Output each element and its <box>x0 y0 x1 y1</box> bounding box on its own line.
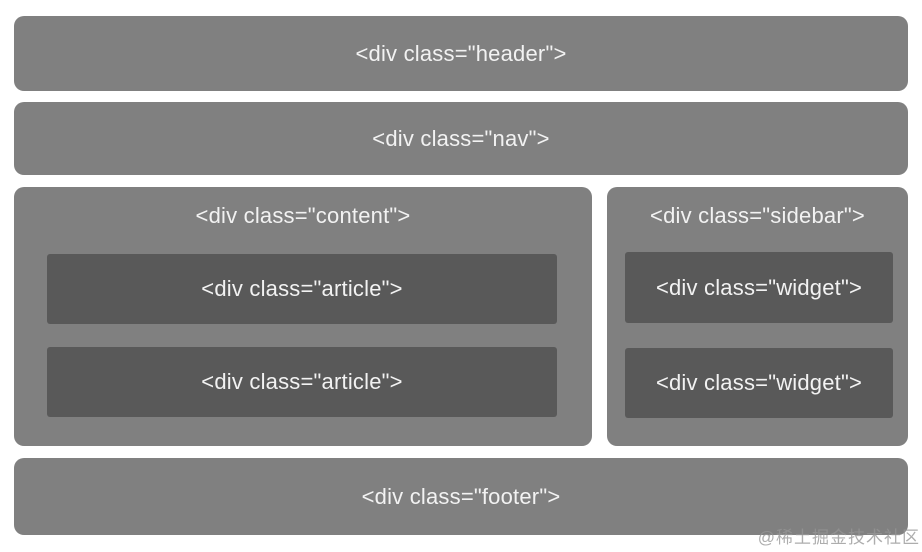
content-block-label: <div class="content"> <box>195 203 411 228</box>
widget-block-1-label: <div class="widget"> <box>655 274 863 300</box>
widget-block-1: <div class="widget"> <box>625 252 893 323</box>
article-block-2: <div class="article"> <box>47 347 557 417</box>
widget-block-2: <div class="widget"> <box>625 348 893 418</box>
content-block: <div class="content"> <div class="articl… <box>14 187 592 446</box>
nav-block: <div class="nav"> <box>14 102 908 175</box>
article-block-2-label: <div class="article"> <box>201 369 403 394</box>
article-block-1: <div class="article"> <box>47 254 557 324</box>
footer-block: <div class="footer"> <box>14 458 908 535</box>
footer-block-label: <div class="footer"> <box>361 483 561 509</box>
sidebar-block: <div class="sidebar"> <div class="widget… <box>607 187 908 446</box>
article-block-1-label: <div class="article"> <box>201 276 403 301</box>
header-block-label: <div class="header"> <box>355 40 567 66</box>
sidebar-block-label: <div class="sidebar"> <box>650 203 865 228</box>
header-block: <div class="header"> <box>14 16 908 91</box>
widget-block-2-label: <div class="widget"> <box>655 370 863 395</box>
nav-block-label: <div class="nav"> <box>372 125 550 151</box>
watermark: @稀土掘金技术社区 <box>757 528 920 547</box>
